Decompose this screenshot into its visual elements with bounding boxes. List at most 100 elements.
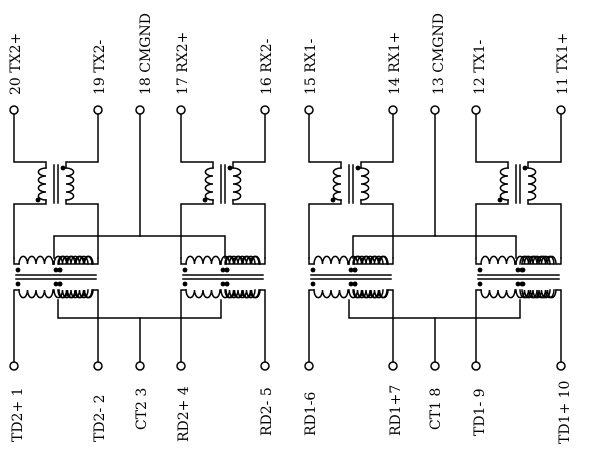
xfmr-rx2-dot <box>227 165 233 171</box>
choke-ch2a-dot <box>57 267 63 273</box>
choke-ch2b-dot <box>182 281 188 287</box>
choke-ch1a-wire-out-right <box>387 289 394 363</box>
pin-label-2-td2minus: TD2- 2 <box>92 394 108 442</box>
pin-label-10-td1plus: TD1+ 10 <box>557 381 573 444</box>
choke-ch2b-dot <box>224 267 230 273</box>
choke-ch1b-wire-tl <box>475 257 482 265</box>
choke-ch1b-pin-bottom-left <box>471 361 481 371</box>
choke-ch1a-coil-top-left <box>313 255 349 265</box>
choke-ch2b-pin-bottom-right <box>260 361 270 371</box>
choke-ch1a-dot <box>310 267 316 273</box>
xfmr-tx2-wire-left <box>13 113 47 169</box>
xfmr-tx2-secondary-coil <box>65 167 75 201</box>
xfmr-rx2-wire-left <box>180 113 214 169</box>
cmgnd18-wire-right <box>139 235 226 259</box>
choke-ch2b-dot <box>224 281 230 287</box>
pin-label-7-rd1plus: RD1+7 <box>388 385 404 436</box>
xfmr-rx1-secondary-coil <box>360 167 370 201</box>
choke-ch2a-coil-top-right <box>58 255 94 265</box>
choke-ch1a-coil-top-right <box>353 255 389 265</box>
choke-ch1b-dot <box>477 267 483 273</box>
pin-label-1-td2plus: TD2+ 1 <box>10 387 26 442</box>
choke-ch2b-dot <box>220 281 226 287</box>
ct1-wire-right <box>434 299 521 319</box>
ct2-wire-right <box>139 299 222 319</box>
xfmr-rx2-secondary-coil <box>232 167 242 201</box>
bottom-pin-labels: TD2+ 1 TD2- 2 CT2 3 RD2+ 4 RD2- 5 RD1-6 … <box>10 381 573 444</box>
pin-label-11-tx1plus: 11 TX1+ <box>555 33 571 95</box>
xfmr-rx1-dot <box>355 165 361 171</box>
choke-ch2a-pin-bottom-right <box>93 361 103 371</box>
xfmr-tx2-wire-down-right <box>65 199 99 259</box>
choke-ch1b-wire-out-right <box>555 289 562 363</box>
xfmr-tx1-dot <box>522 165 528 171</box>
choke-ch2a-dot <box>57 281 63 287</box>
top-pin-labels: 20 TX2+ 19 TX2- 18 CMGND 17 RX2+ 16 RX2-… <box>8 13 571 95</box>
choke-ch1b-dot <box>520 281 526 287</box>
xfmr-tx1-wire-down-left <box>475 199 509 259</box>
choke-ch2a-dot <box>15 267 21 273</box>
choke-ch1b-pin-bottom-right <box>556 361 566 371</box>
xfmr-tx1-pin-left <box>471 105 481 115</box>
choke-ch1b-coil-top-left <box>480 255 516 265</box>
pin-label-4-rd2plus: RD2+ 4 <box>176 386 192 442</box>
choke-ch2b-wire-out-right <box>259 289 266 363</box>
xfmr-tx2-pin-right <box>93 105 103 115</box>
choke-ch2b-coil-bot-right <box>225 289 261 299</box>
xfmr-rx1-wire-down-right <box>360 199 394 259</box>
choke-ch2a-coil-bot-right <box>58 289 94 299</box>
ct1-wire <box>348 299 436 363</box>
xfmr-tx2-dot <box>35 197 41 203</box>
choke-ch2a-coil-top-left <box>18 255 54 265</box>
choke-ch2b-coil-bot-left <box>185 289 221 299</box>
choke-ch2b-pin-bottom-left <box>176 361 186 371</box>
choke-ch2a-wire-tr <box>92 257 99 265</box>
cmgnd13-wire-right <box>434 235 517 259</box>
xfmr-rx2-wire-right <box>232 113 266 169</box>
choke-ch2a-wire-tl <box>13 257 20 265</box>
xfmr-tx1-wire-right <box>527 113 562 169</box>
pin-label-13-cmgnd: 13 CMGND <box>431 13 447 95</box>
ct1-pin <box>430 361 440 371</box>
pin-label-3-ct2: CT2 3 <box>134 388 150 430</box>
choke-ch1b-coil-bot-left <box>480 289 516 299</box>
choke-ch2b-wire-tr <box>259 257 266 265</box>
pin-label-16-rx2minus: 16 RX2- <box>259 38 275 95</box>
pin-label-15-rx1minus: 15 RX1- <box>303 38 319 95</box>
pin-label-20-tx2plus: 20 TX2+ <box>8 33 24 95</box>
xfmr-tx1-wire-left <box>475 113 509 169</box>
xfmr-tx2-dot <box>60 165 66 171</box>
choke-ch2a-wire-out-left <box>13 289 20 363</box>
cmgnd18-wire <box>53 113 141 259</box>
choke-ch1a-wire-tr <box>387 257 394 265</box>
choke-ch1b-coil-top-right <box>521 255 557 265</box>
xfmr-rx2-wire-down-left <box>180 199 214 259</box>
pin-label-18-cmgnd: 18 CMGND <box>138 13 154 95</box>
cmgnd13-pin <box>430 105 440 115</box>
choke-ch2b-dot <box>182 267 188 273</box>
pin-label-17-rx2plus: 17 RX2+ <box>175 32 191 95</box>
choke-ch1b-dot <box>520 267 526 273</box>
xfmr-rx2-dot <box>202 197 208 203</box>
xfmr-rx2-primary-coil <box>204 167 214 201</box>
choke-ch2a-dot <box>15 281 21 287</box>
xfmr-rx1-pin-left <box>304 105 314 115</box>
choke-ch2a-dot <box>53 267 59 273</box>
xfmr-tx1-pin-right <box>556 105 566 115</box>
choke-ch1b-coil-bot-mid-r <box>519 289 555 299</box>
choke-ch1b-dot <box>515 281 521 287</box>
choke-ch2a-coil-bot-mid-r <box>57 289 93 299</box>
choke-ch1a-wire-out-left <box>308 289 315 363</box>
choke-ch1b-coil-bot-right <box>521 289 557 299</box>
choke-ch2a-dot <box>53 281 59 287</box>
choke-ch1a-pin-bottom-right <box>388 361 398 371</box>
pin-terminals <box>9 105 566 371</box>
xfmr-rx1-primary-coil <box>332 167 342 201</box>
xfmr-tx2-pin-left <box>9 105 19 115</box>
choke-ch2b-coil-bot-mid-r <box>224 289 260 299</box>
cmgnd18-pin <box>135 105 145 115</box>
choke-ch1b-wire-tr <box>555 257 562 265</box>
choke-ch1a-coil-bot-left <box>313 289 349 299</box>
choke-ch1a-pin-bottom-left <box>304 361 314 371</box>
xfmr-rx2-wire-down-right <box>232 199 266 259</box>
